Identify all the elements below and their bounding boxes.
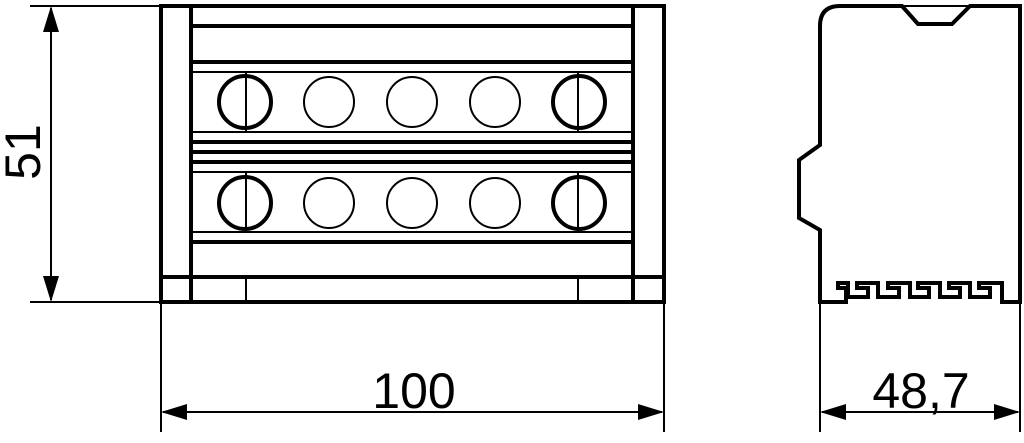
front-outline (159, 4, 666, 304)
screw-hole (469, 76, 521, 128)
depth-arrow-right (994, 404, 1020, 420)
side-view (797, 4, 1022, 304)
screw-hole (551, 175, 607, 231)
height-dimension: 51 (0, 5, 161, 303)
screw-hole (386, 76, 438, 128)
screw-hole (386, 177, 438, 229)
depth-dimension: 48,7 (819, 302, 1021, 432)
screw-hole (217, 175, 273, 231)
depth-label: 48,7 (872, 363, 969, 419)
width-label: 100 (372, 363, 455, 419)
height-label: 51 (0, 124, 51, 180)
lower-busbar (189, 160, 635, 244)
depth-arrow-left (820, 404, 846, 420)
width-arrow-right (638, 404, 664, 420)
screw-hole (551, 74, 607, 130)
height-arrow-bottom (43, 276, 59, 302)
screw-hole (217, 74, 273, 130)
height-arrow-top (43, 6, 59, 32)
width-dimension: 100 (160, 302, 665, 432)
screw-hole (303, 177, 355, 229)
upper-busbar (189, 60, 635, 144)
width-arrow-left (161, 404, 187, 420)
front-view (159, 4, 666, 304)
side-profile-outline (797, 4, 1022, 304)
screw-hole (469, 177, 521, 229)
screw-hole (303, 76, 355, 128)
